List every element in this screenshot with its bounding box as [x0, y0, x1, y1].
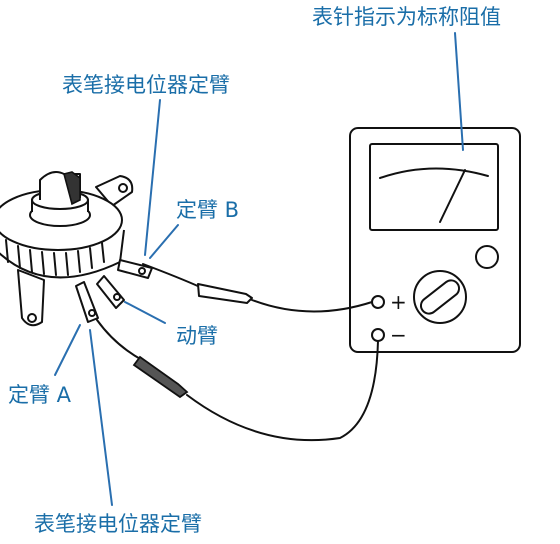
- leader-probe-bottom: [89, 329, 113, 506]
- black-probe: [132, 355, 189, 399]
- plus-terminal-label: +: [390, 290, 407, 314]
- terminal-fixed-a: [75, 281, 99, 323]
- test-lead-black: [96, 319, 379, 442]
- label-fixed-arm-b: 定臂 B: [176, 198, 239, 222]
- red-probe: [197, 283, 253, 304]
- pot-shaft-slot: [63, 171, 81, 206]
- meter-needle: [439, 169, 466, 223]
- meter-dial-window: [369, 143, 499, 231]
- leader-moving-arm: [124, 301, 166, 324]
- mounting-lug-left: [17, 269, 45, 327]
- meter-zero-adjust-knob: [475, 245, 499, 269]
- pot-knurling: [5, 239, 105, 276]
- meter-scale-arc: [379, 167, 489, 179]
- terminal-fixed-b: [117, 259, 153, 279]
- label-probe-fixed-top: 表笔接电位器定臂: [62, 73, 230, 97]
- test-lead-red: [142, 263, 373, 313]
- range-selector-knob: [413, 270, 467, 324]
- leader-probe-top: [144, 99, 161, 256]
- label-moving-arm: 动臂: [176, 324, 218, 348]
- leader-needle: [454, 32, 464, 151]
- label-fixed-arm-a: 定臂 A: [8, 383, 72, 407]
- minus-terminal-label: −: [390, 323, 407, 347]
- leader-fixed-a: [54, 324, 81, 376]
- multimeter: + −: [349, 127, 521, 353]
- meter-body: [349, 127, 521, 353]
- potentiometer: [0, 171, 153, 327]
- label-probe-fixed-bottom: 表笔接电位器定臂: [34, 512, 202, 536]
- leader-fixed-b: [149, 224, 179, 259]
- terminal-moving: [96, 275, 125, 309]
- label-needle-note: 表针指示为标称阻值: [312, 5, 501, 29]
